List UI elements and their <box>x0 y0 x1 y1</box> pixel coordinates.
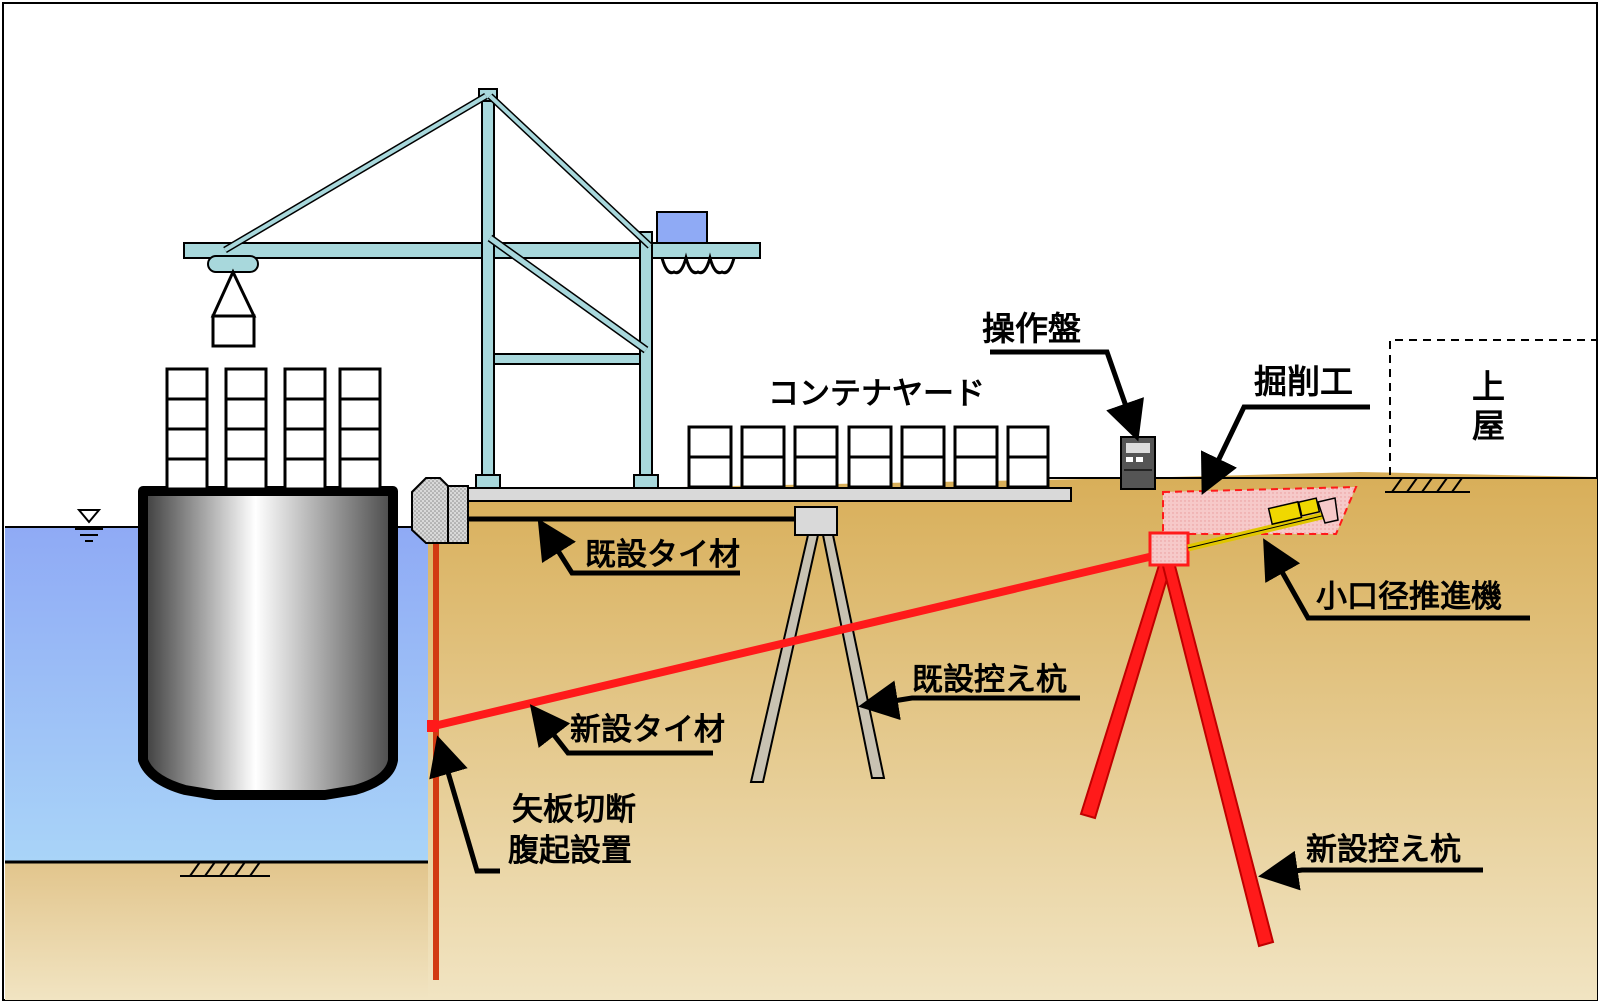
yard-container-5 <box>900 425 946 489</box>
spreader-rigging <box>210 268 257 318</box>
label-building-bottom: 屋 <box>1472 406 1505 445</box>
caisson <box>138 486 398 800</box>
label-control-panel: 操作盤 <box>982 309 1081 348</box>
crane-leg-left <box>481 91 495 486</box>
leader-lines <box>429 349 1530 891</box>
leader-small-bore <box>1263 538 1530 621</box>
crane-foot-right <box>633 474 659 489</box>
label-new-anchor-pile: 新設控え杭 <box>1306 832 1461 868</box>
yard-container-3 <box>793 425 839 489</box>
leader-existing-pile <box>858 680 1080 721</box>
building-outline <box>1389 339 1597 475</box>
label-excavation: 掘削工 <box>1254 362 1353 401</box>
ship-container-stack-3 <box>283 367 327 491</box>
label-container-yard: コンテナヤード <box>768 376 985 412</box>
control-panel-icon <box>1120 436 1156 490</box>
crane-machinery-house <box>656 211 708 244</box>
seabed <box>5 862 428 1000</box>
ship-containers <box>165 367 382 491</box>
leader-new-pile <box>1258 850 1483 891</box>
crane-leg-right <box>639 231 653 486</box>
seabed-hatch-icon <box>180 861 270 877</box>
leader-excavation <box>1200 404 1370 496</box>
gantry-crane <box>183 88 761 489</box>
pipe-jacking-machine-icon <box>1187 497 1339 552</box>
crane-boom <box>183 242 761 259</box>
leader-control-panel <box>990 349 1144 442</box>
new-anchor-head <box>1148 531 1190 567</box>
ship-container-stack-1 <box>165 367 209 491</box>
ship-container-stack-4 <box>338 367 382 491</box>
leader-sheet-cut <box>429 735 500 874</box>
leader-existing-tie <box>537 518 740 576</box>
yard-container-1 <box>687 425 733 489</box>
label-sheet-cut-line2: 腹起設置 <box>508 833 632 869</box>
yard-containers <box>687 425 1050 489</box>
yard-container-4 <box>847 425 893 489</box>
ground-hatch-icon <box>1385 477 1470 493</box>
hoisted-container <box>211 314 256 348</box>
label-building-top: 上 <box>1472 367 1505 406</box>
coping-block <box>411 477 469 544</box>
new-tie-rod <box>433 549 1167 730</box>
yard-container-2 <box>740 425 786 489</box>
yard-container-6 <box>953 425 999 489</box>
crane-crossbeam <box>493 353 641 365</box>
apron-deck <box>467 487 1072 502</box>
existing-anchor-head <box>794 506 838 536</box>
label-new-tie: 新設タイ材 <box>570 712 725 748</box>
leader-new-tie <box>529 704 713 756</box>
existing-anchor-pile-left <box>749 534 820 783</box>
label-existing-tie: 既設タイ材 <box>585 537 740 573</box>
label-existing-anchor-pile: 既設控え杭 <box>912 662 1067 698</box>
water-level-icon <box>75 509 103 542</box>
crane-foot-left <box>475 474 501 489</box>
label-small-bore-machine: 小口径推進機 <box>1316 579 1502 615</box>
label-sheet-cut-line1: 矢板切断 <box>512 792 636 828</box>
crane-cable-icon <box>660 252 736 275</box>
ship-container-stack-2 <box>224 367 268 491</box>
new-tie-joint <box>427 720 438 732</box>
yard-container-7 <box>1006 425 1050 489</box>
